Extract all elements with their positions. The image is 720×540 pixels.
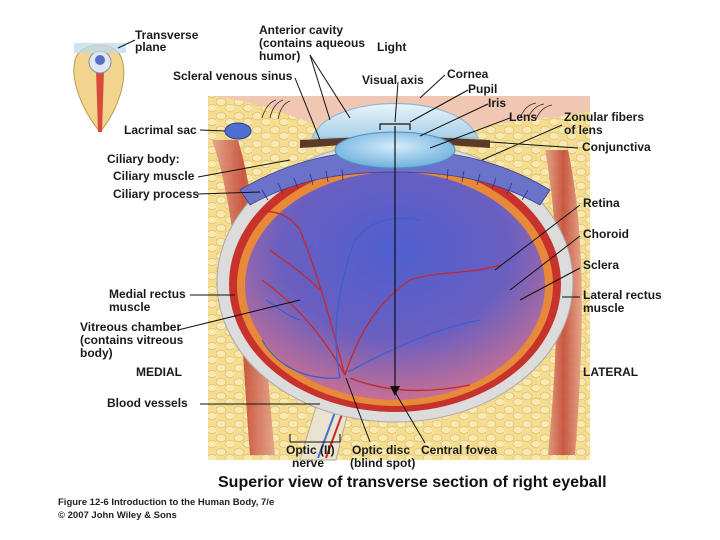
label-sclera: Sclera bbox=[583, 258, 620, 272]
eyelashes bbox=[261, 99, 553, 120]
label-transverse-plane-2: plane bbox=[135, 40, 167, 54]
label-transverse-plane-1: Transverse bbox=[135, 28, 199, 42]
label-lacrimal-sac: Lacrimal sac bbox=[124, 123, 197, 137]
label-anterior-cavity-3: humor) bbox=[259, 49, 301, 63]
label-choroid: Choroid bbox=[583, 227, 629, 241]
label-anterior-cavity-2: (contains aqueous bbox=[259, 36, 366, 50]
label-optic-nerve-1: Optic (II) bbox=[286, 443, 335, 457]
label-visual-axis: Visual axis bbox=[362, 73, 424, 87]
label-optic-disc-1: Optic disc bbox=[352, 443, 411, 457]
ciliary-folds bbox=[261, 168, 529, 201]
retinal-vessels bbox=[259, 210, 501, 391]
label-zonular-fibers-2: of lens bbox=[564, 123, 603, 137]
leader-lines bbox=[117, 39, 581, 444]
label-vitreous-chamber-3: body) bbox=[80, 346, 113, 360]
label-lateral-rectus-1: Lateral rectus bbox=[583, 288, 662, 302]
label-optic-disc-2: (blind spot) bbox=[350, 456, 416, 470]
thumbnail-head bbox=[68, 28, 128, 140]
label-cornea: Cornea bbox=[447, 67, 489, 81]
label-lens: Lens bbox=[509, 110, 538, 124]
caption-line-1: Figure 12-6 Introduction to the Human Bo… bbox=[58, 497, 275, 508]
label-ciliary-body: Ciliary body: bbox=[107, 152, 180, 166]
caption-line-2: © 2007 John Wiley & Sons bbox=[58, 510, 177, 521]
label-medial: MEDIAL bbox=[136, 365, 182, 379]
label-conjunctiva: Conjunctiva bbox=[582, 140, 651, 154]
label-scleral-venous-sinus: Scleral venous sinus bbox=[173, 69, 293, 83]
label-light: Light bbox=[377, 40, 407, 54]
label-vitreous-chamber-1: Vitreous chamber bbox=[80, 320, 182, 334]
light-bracket bbox=[379, 123, 411, 130]
label-central-fovea: Central fovea bbox=[421, 443, 498, 457]
visual-axis-arrow bbox=[390, 386, 400, 396]
label-vitreous-chamber-2: (contains vitreous bbox=[80, 333, 184, 347]
label-ciliary-muscle: Ciliary muscle bbox=[113, 169, 195, 183]
label-pupil: Pupil bbox=[468, 82, 498, 96]
label-lateral-rectus-2: muscle bbox=[583, 301, 625, 315]
label-lateral: LATERAL bbox=[583, 365, 639, 379]
label-optic-nerve-2: nerve bbox=[292, 456, 325, 470]
lacrimal-sac-shape bbox=[224, 122, 252, 140]
label-medial-rectus-2: muscle bbox=[109, 300, 151, 314]
figure-title: Superior view of transverse section of r… bbox=[218, 474, 607, 491]
label-anterior-cavity-1: Anterior cavity bbox=[259, 23, 344, 37]
label-ciliary-process: Ciliary process bbox=[113, 187, 200, 201]
label-blood-vessels: Blood vessels bbox=[107, 396, 188, 410]
label-medial-rectus-1: Medial rectus bbox=[109, 287, 186, 301]
label-retina: Retina bbox=[583, 196, 620, 210]
label-zonular-fibers-1: Zonular fibers bbox=[564, 110, 645, 124]
label-iris: Iris bbox=[488, 96, 507, 110]
